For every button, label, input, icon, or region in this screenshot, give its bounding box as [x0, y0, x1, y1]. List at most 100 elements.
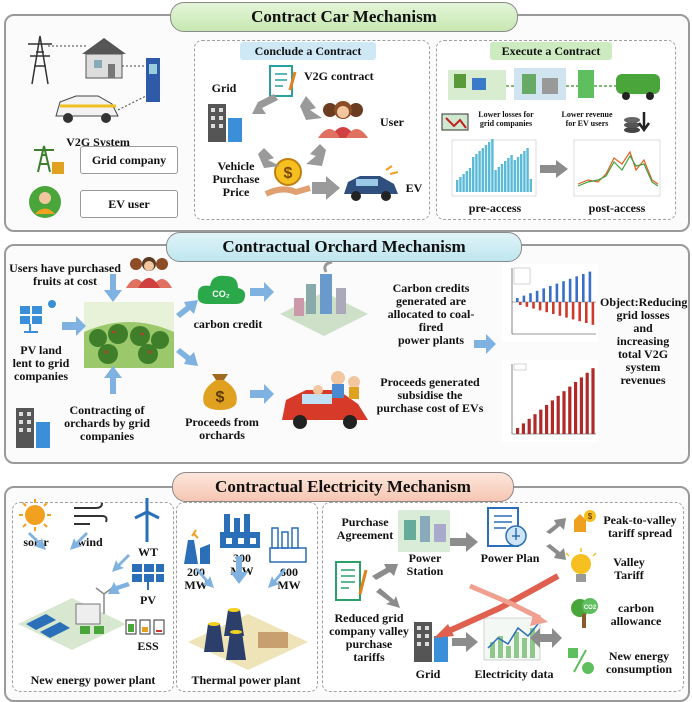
svg-text:$: $	[216, 389, 225, 406]
proceeds-bar	[545, 405, 549, 434]
users-group-icon	[126, 257, 172, 288]
lower-losses-icon	[441, 113, 469, 131]
carbon-negative-bar	[591, 302, 595, 325]
grid-building-icon-3	[414, 622, 448, 662]
carbon-positive-bar	[516, 298, 519, 302]
family-car-illustration	[282, 371, 368, 429]
pre-access-bar	[475, 154, 478, 192]
thermal-plant-label: Thermal power plant	[191, 673, 301, 687]
pre-access-bar	[472, 157, 475, 192]
new-energy-plant-label: New energy power plant	[30, 673, 156, 687]
contractual-electricity-title: Contractual Electricity Mechanism	[172, 472, 514, 502]
svg-text:$: $	[284, 165, 293, 182]
proceeds-bar	[591, 368, 595, 434]
solar-panel-icon	[20, 300, 56, 333]
grid-company-icon	[34, 145, 64, 174]
proceeds-bar	[550, 400, 554, 434]
proceeds-bar	[521, 423, 525, 434]
co2-cloud-icon: CO₂	[197, 275, 246, 304]
pv-label: PV	[140, 593, 156, 607]
co2-text: CO₂	[212, 289, 230, 299]
pv-panel-icon	[132, 564, 164, 590]
pre-access-bar	[468, 168, 472, 192]
proceeds-bar	[562, 391, 566, 434]
pre-access-bar	[507, 158, 510, 192]
grid-company-box: Grid company	[80, 146, 178, 174]
ev-car-icon	[344, 165, 399, 201]
peak-valley-label: Peak-to-valley tariff spread	[603, 513, 677, 540]
electricity-data-chart-icon	[483, 617, 541, 661]
vehicle-price-label: Vehicle Purchase Price	[212, 159, 260, 199]
ev-user-box: EV user	[80, 190, 178, 218]
orchard-flow-arrows	[62, 274, 496, 404]
carbon-negative-bar	[565, 302, 568, 318]
carbon-negative-bar	[571, 302, 575, 320]
proceeds-bar	[556, 395, 560, 434]
electricity-flow-arrows	[28, 518, 566, 652]
carbon-negative-bar	[578, 302, 581, 322]
ev-label: EV	[405, 181, 423, 195]
wind-turbine-icon	[134, 498, 160, 542]
orchard-illustration	[84, 302, 174, 368]
grid-building-icon-2	[16, 408, 50, 448]
pre-to-post-arrow	[540, 160, 568, 178]
power-station-label: Power Station	[406, 551, 444, 578]
proceeds-chart	[502, 360, 598, 442]
grid-building-icon	[208, 104, 242, 142]
power-plan-label: Power Plan	[480, 551, 540, 565]
pre-access-bar	[500, 164, 504, 192]
pre-access-bar	[516, 157, 520, 192]
grid-label: Grid	[211, 81, 237, 95]
proceeds-bar	[568, 386, 572, 434]
v2g-system-label: V2G System	[66, 135, 130, 149]
proceeds-bar	[516, 428, 520, 434]
coal-plant-city-illustration	[280, 260, 368, 336]
carbon-positive-bar	[529, 293, 532, 302]
peak-valley-icon: $	[574, 510, 596, 532]
carbon-positive-bar	[535, 290, 539, 302]
lightbulb-icon	[565, 548, 597, 582]
proceeds-bar	[574, 382, 578, 434]
thermal-plant-icon-300	[220, 514, 260, 548]
carbon-positive-bar	[555, 283, 559, 302]
proceeds-bar	[585, 372, 589, 434]
power-plan-icon	[487, 507, 527, 547]
agreement-doc-icon	[335, 561, 368, 601]
pre-access-bar	[529, 179, 532, 192]
pre-access-bar	[494, 170, 497, 192]
execute-scene-illustration	[448, 68, 660, 100]
carbon-negative-bar	[585, 302, 588, 323]
carbon-allowance-label: carbon allowance	[610, 601, 662, 628]
wind-icon	[74, 502, 108, 525]
carbon-positive-bar	[549, 286, 552, 302]
user-label: User	[380, 115, 404, 129]
contractual-orchard-title: Contractual Orchard Mechanism	[166, 232, 522, 262]
proceeds-from-orchards-label: Proceeds from orchards	[185, 415, 259, 442]
carbon-negative-bar	[532, 302, 535, 309]
pre-access-bar	[462, 174, 465, 192]
pre-access-bar	[491, 139, 494, 192]
power-station-illustration	[398, 510, 450, 552]
lower-losses-label: Lower losses for grid companies	[478, 110, 534, 128]
pv-land-label: PV land lent to grid companies	[12, 343, 70, 383]
v2g-system-illustration	[28, 35, 160, 123]
proceeds-bar	[527, 418, 531, 434]
price-coin-icon: $	[264, 158, 311, 197]
carbon-positive-bar	[562, 281, 565, 302]
electricity-data-label: Electricity data	[474, 667, 554, 681]
ev-user-icon	[29, 186, 61, 218]
carbon-positive-bar	[568, 278, 572, 302]
svg-text:$: $	[588, 512, 593, 521]
pre-access-bar	[513, 160, 516, 192]
ess-label: ESS	[137, 639, 159, 653]
conclude-contract-title: Conclude a Contract	[240, 42, 376, 60]
carbon-negative-bar	[558, 302, 562, 316]
carbon-positive-bar	[588, 271, 592, 302]
conclude-flow-arrows	[252, 94, 340, 200]
valley-tariff-label: Valley Tariff	[613, 555, 645, 582]
carbon-negative-bar	[519, 302, 522, 305]
carbon-positive-bar	[542, 288, 545, 302]
post-access-chart	[573, 139, 661, 197]
v2g-contract-label: V2G contract	[304, 69, 374, 83]
contract-car-title: Contract Car Mechanism	[170, 2, 518, 32]
